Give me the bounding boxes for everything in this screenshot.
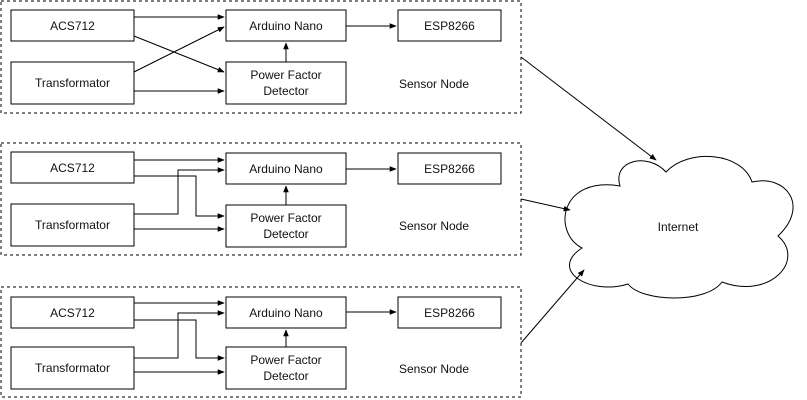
- arrow-node1-to-internet: [520, 56, 657, 161]
- internet-cloud: Internet: [564, 155, 794, 299]
- power-factor-detector-box: [225, 61, 347, 105]
- arrow-acs-to-pfd: [134, 175, 225, 219]
- esp8266-label: ESP8266: [424, 306, 475, 320]
- cloud-icon: [564, 155, 794, 299]
- arduino-nano-box: [225, 296, 347, 329]
- arrow-acs-to-pfd: [133, 35, 225, 73]
- power-factor-label-line2: Detector: [263, 84, 308, 98]
- arduino-nano-label: Arduino Nano: [249, 162, 323, 176]
- power-factor-label-line1: Power Factor: [250, 211, 321, 225]
- arduino-nano-box: [225, 9, 347, 42]
- sensor-node-label: Sensor Node: [399, 77, 469, 91]
- transformator-box: [10, 346, 135, 390]
- transformator-box: [10, 61, 135, 105]
- sensor-node-3: ACS712 Transformator Arduino Nano Power …: [0, 286, 522, 398]
- esp8266-label: ESP8266: [424, 19, 475, 33]
- esp8266-box: [397, 296, 502, 329]
- transformator-label: Transformator: [35, 361, 110, 375]
- arrow-acs-to-pfd: [134, 319, 225, 361]
- transformator-label: Transformator: [35, 218, 110, 232]
- power-factor-label-line2: Detector: [263, 369, 308, 383]
- arduino-nano-label: Arduino Nano: [249, 306, 323, 320]
- arduino-nano-label: Arduino Nano: [249, 19, 323, 33]
- transformator-label: Transformator: [35, 76, 110, 90]
- sensor-node-1: ACS712 Transformator Arduino Nano Power …: [0, 0, 522, 114]
- sensor-node-label: Sensor Node: [399, 362, 469, 376]
- internet-label: Internet: [658, 220, 699, 234]
- acs712-box: [10, 151, 135, 184]
- power-factor-label-line2: Detector: [263, 227, 308, 241]
- power-factor-label-line1: Power Factor: [250, 353, 321, 367]
- arrow-node3-to-internet: [520, 269, 585, 344]
- arrow-transformer-to-arduino: [134, 167, 225, 215]
- esp8266-label: ESP8266: [424, 162, 475, 176]
- acs712-box: [10, 9, 135, 42]
- acs712-box: [10, 296, 135, 329]
- power-factor-detector-box: [225, 346, 347, 390]
- esp8266-box: [397, 152, 502, 185]
- esp8266-box: [397, 9, 502, 42]
- sensor-node-frame: [0, 286, 522, 398]
- transformator-box: [10, 203, 135, 247]
- sensor-node-2: ACS712 Transformator Arduino Nano Power …: [0, 142, 522, 256]
- acs712-label: ACS712: [50, 19, 95, 33]
- arrow-transformer-to-arduino: [133, 26, 225, 73]
- power-factor-detector-box: [225, 204, 347, 248]
- arrow-transformer-to-arduino: [134, 310, 225, 359]
- arduino-nano-box: [225, 152, 347, 185]
- power-factor-label-line1: Power Factor: [250, 68, 321, 82]
- sensor-node-label: Sensor Node: [399, 219, 469, 233]
- acs712-label: ACS712: [50, 306, 95, 320]
- arrow-node2-to-internet: [520, 198, 571, 212]
- acs712-label: ACS712: [50, 161, 95, 175]
